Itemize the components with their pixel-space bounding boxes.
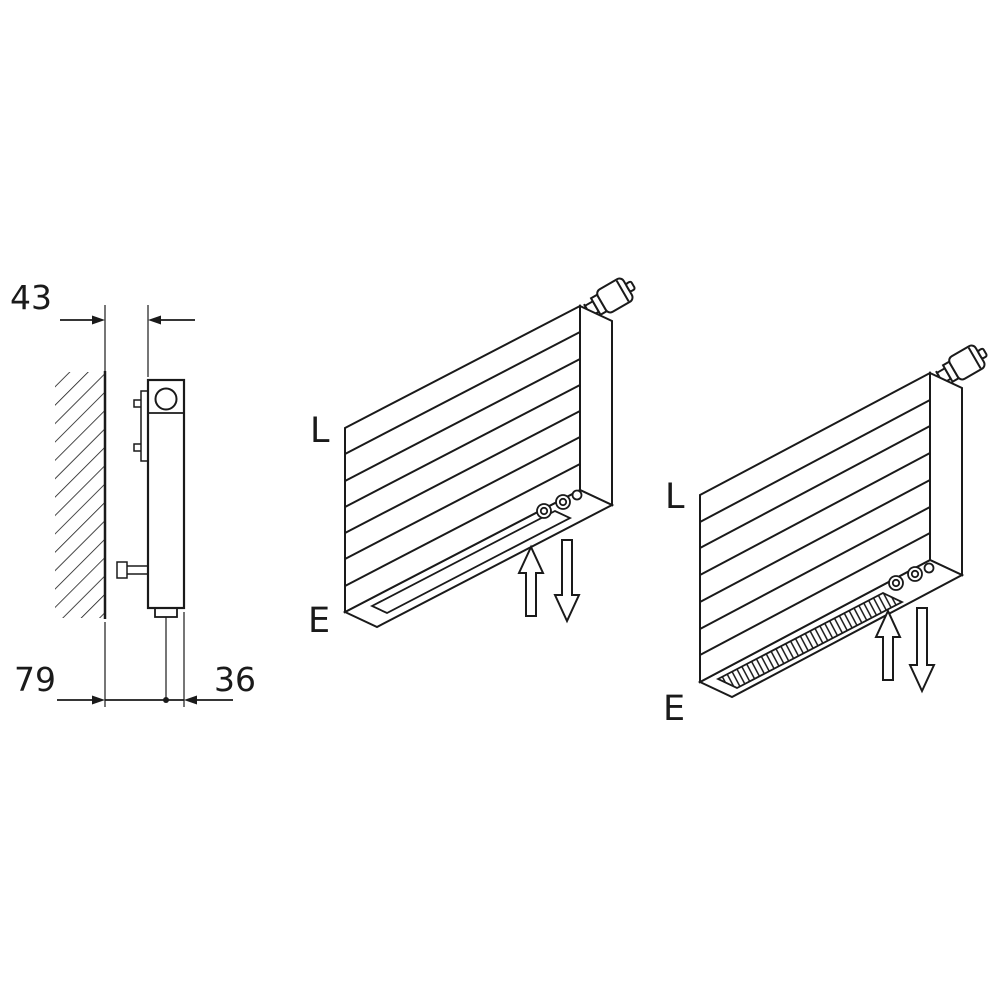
supply-label: L [665, 477, 685, 517]
flow-arrows [517, 539, 581, 624]
radiator-side-face [929, 371, 963, 577]
dim-arrow-right-icon [92, 695, 105, 705]
side-view-diagram: 43 [10, 278, 256, 707]
radiator-side-profile [116, 378, 186, 703]
port-inner [910, 569, 920, 579]
radiator-body [146, 378, 186, 610]
wall-bracket-upper [140, 390, 149, 462]
connection-ports [536, 489, 583, 519]
port-small-icon [571, 489, 583, 501]
slat-line [699, 452, 931, 576]
flow-down-arrow-icon [908, 607, 936, 694]
dim-arrow-left-icon [184, 695, 197, 705]
slat-line [344, 384, 581, 508]
port-icon [555, 494, 571, 510]
radiator-front-face [344, 304, 581, 614]
convector-grille [715, 591, 905, 690]
flow-arrows [874, 607, 936, 694]
radiator-side-face [579, 304, 613, 507]
port-inner [558, 497, 568, 507]
wall-hatch [55, 372, 105, 618]
dimension-wall-clearance: 43 [10, 278, 195, 377]
radiator-isometric-plain: L E [308, 272, 641, 641]
front-slats [699, 399, 931, 656]
flow-up-arrow-icon [517, 544, 545, 617]
slat-line [344, 436, 581, 560]
front-slats [344, 331, 581, 587]
port-icon [907, 566, 923, 582]
flow-down-arrow-icon [553, 539, 581, 624]
slat-line [699, 532, 931, 656]
slat-line [344, 358, 581, 482]
radiator-front-face [699, 371, 931, 684]
radiator-isometric-grille: L E [663, 339, 993, 729]
bracket-hooks [133, 399, 141, 452]
dim-79-label: 79 [14, 660, 56, 699]
bottom-connection [154, 607, 178, 618]
flow-up-arrow-icon [874, 608, 902, 681]
connection-ports [888, 562, 935, 591]
valve-knob-top-icon [154, 387, 178, 411]
supply-label: L [310, 411, 330, 451]
dim-36-label: 36 [214, 660, 256, 699]
wall-bracket-lower [116, 561, 128, 579]
port-small-icon [923, 562, 935, 574]
dim-43-label: 43 [10, 278, 52, 317]
dim-arrow-left-icon [148, 315, 161, 325]
wall-section [55, 371, 107, 619]
slat-line [699, 425, 931, 549]
dimension-bottom: 79 36 [14, 612, 256, 707]
slat-line [699, 399, 931, 523]
slat-line [344, 331, 581, 455]
port-icon [888, 575, 904, 591]
return-label: E [308, 601, 330, 641]
port-icon [536, 503, 552, 519]
slat-line [344, 410, 581, 534]
dim-arrow-right-icon [92, 315, 105, 325]
bottom-outlet-opening [369, 509, 573, 615]
return-label: E [663, 689, 685, 729]
port-inner [891, 578, 901, 588]
port-inner [539, 506, 549, 516]
slat-line [699, 479, 931, 603]
slat-line [344, 463, 581, 587]
slat-line [699, 506, 931, 630]
